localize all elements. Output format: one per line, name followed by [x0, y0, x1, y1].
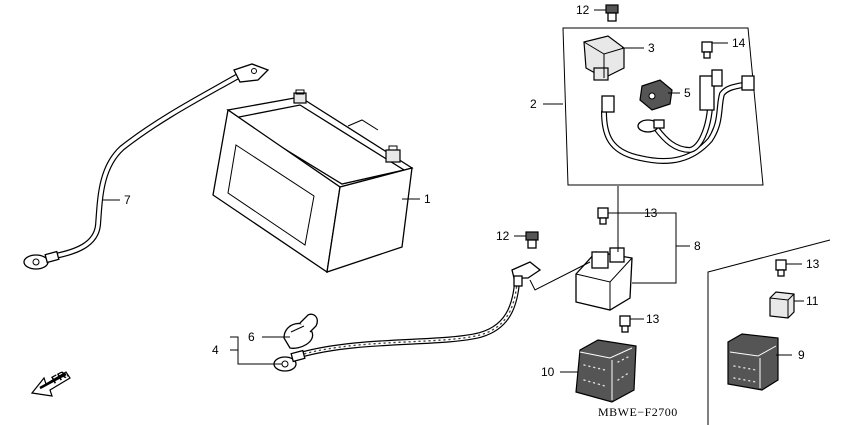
positive-battery-cable [273, 261, 542, 372]
callout-13c: 13 [806, 257, 820, 271]
callout-13b: 13 [646, 312, 660, 326]
bolt-upper [605, 4, 619, 22]
callout-7: 7 [124, 193, 131, 207]
fuse-holder [727, 333, 779, 391]
cap [583, 35, 625, 81]
diagram-code: MBWE−F2700 [598, 405, 678, 419]
front-direction-arrow: FR. [30, 368, 71, 397]
fuse-cover [769, 291, 795, 319]
sub-harness-assembly [562, 27, 764, 186]
callout-1: 1 [424, 192, 431, 206]
cap-small [639, 79, 673, 111]
leader-lines [102, 9, 804, 373]
callout-10: 10 [541, 365, 555, 379]
direction-label: FR. [50, 368, 71, 387]
callout-5: 5 [684, 86, 691, 100]
callout-6: 6 [248, 330, 255, 344]
fuse-lower [619, 315, 631, 333]
battery-terminal-front [385, 145, 401, 163]
fuse-upper [597, 207, 609, 225]
callout-13a: 13 [644, 206, 658, 220]
relay-cover [575, 339, 637, 403]
bolt-lower [525, 231, 539, 249]
negative-battery-cable [23, 63, 270, 270]
callout-11: 11 [806, 294, 819, 308]
callout-8: 8 [694, 239, 701, 253]
callout-9: 9 [798, 348, 805, 362]
terminal-cover [283, 313, 318, 349]
callout-14: 14 [732, 36, 746, 50]
battery [212, 89, 414, 274]
fuse-top [701, 41, 713, 59]
callout-12b: 12 [496, 229, 510, 243]
callout-2: 2 [530, 97, 537, 111]
optional-parts-panel [707, 239, 831, 425]
starter-relay [529, 186, 633, 311]
callout-12a: 12 [576, 3, 590, 17]
battery-terminal-rear [293, 89, 307, 104]
callout-3: 3 [648, 41, 655, 55]
callout-4: 4 [212, 343, 219, 357]
fuse-spare [775, 259, 787, 277]
